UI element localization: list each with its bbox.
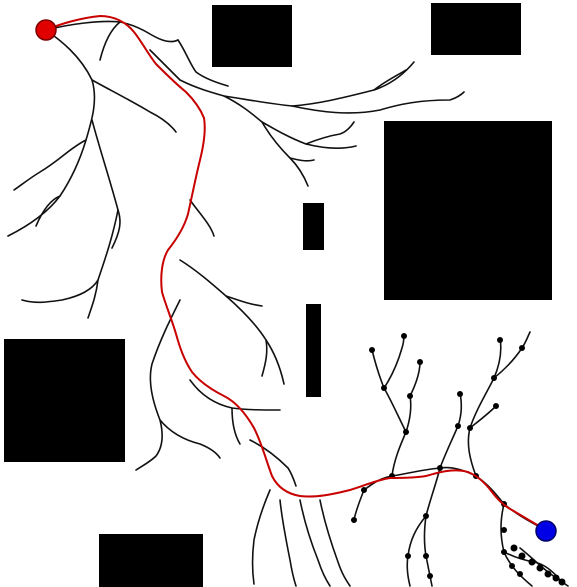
tree-branch: [319, 499, 351, 587]
tree-branch: [223, 95, 357, 149]
tree-node: [501, 527, 507, 533]
tree-node: [455, 423, 461, 429]
tree-branch: [87, 279, 99, 319]
obstacle: [303, 203, 324, 250]
tree-branch: [179, 259, 285, 385]
tree-node: [423, 513, 429, 519]
tree-branch: [439, 391, 463, 469]
obstacles: [4, 3, 552, 587]
start-tree: [7, 20, 465, 587]
tree-branch: [353, 489, 365, 521]
tree-branch: [289, 157, 315, 162]
tree-branch: [373, 69, 407, 91]
obstacle: [99, 534, 203, 587]
tree-branch: [91, 79, 177, 133]
goal-marker: [535, 520, 557, 542]
start-marker: [35, 19, 57, 41]
tree-branch: [423, 467, 441, 587]
tree-branch: [383, 333, 405, 389]
goal-tree-nodes: [351, 333, 566, 586]
obstacle: [4, 339, 125, 462]
tree-node: [467, 425, 473, 431]
tree-branch: [99, 21, 121, 61]
tree-branch: [7, 29, 96, 237]
tree-branch: [467, 337, 502, 477]
tree-node: [351, 517, 357, 523]
tree-node: [518, 552, 526, 560]
tree-node: [457, 391, 463, 397]
tree-branch: [500, 503, 533, 587]
obstacle: [212, 5, 292, 67]
tree-branch: [291, 91, 465, 114]
goal-tree: [353, 331, 569, 587]
tree-branch: [159, 419, 221, 459]
tree-node: [517, 571, 523, 577]
tree-branch: [409, 361, 421, 397]
tree-node: [497, 337, 503, 343]
tree-branch: [231, 407, 241, 445]
tree-branch: [363, 467, 441, 491]
tree-branch: [261, 339, 268, 377]
tree-branch: [225, 295, 263, 307]
tree-node: [509, 563, 515, 569]
tree-branch: [261, 121, 309, 187]
obstacle: [431, 3, 521, 55]
tree-node: [528, 558, 536, 566]
tree-node: [403, 429, 409, 435]
tree-node: [536, 564, 544, 572]
tree-node: [519, 345, 525, 351]
obstacle: [306, 304, 321, 397]
tree-branch: [13, 139, 87, 191]
tree-branch: [91, 119, 121, 249]
tree-branch: [45, 20, 179, 43]
tree-branch: [299, 499, 331, 587]
tree-branch: [21, 209, 119, 304]
solution-path: [45, 15, 547, 531]
tree-node: [558, 578, 566, 586]
tree-node: [401, 333, 407, 339]
tree-node: [501, 549, 507, 555]
tree-branch: [305, 121, 355, 145]
tree-branch: [251, 489, 271, 585]
tree-node: [405, 553, 411, 559]
tree-node: [544, 570, 552, 578]
tree-node: [427, 573, 433, 579]
tree-node: [381, 385, 387, 391]
tree-node: [491, 375, 497, 381]
tree-node: [361, 487, 367, 493]
tree-node: [510, 544, 518, 552]
tree-node: [369, 347, 375, 353]
tree-branch: [279, 499, 297, 587]
tree-node: [493, 403, 499, 409]
tree-node: [417, 359, 423, 365]
obstacle: [384, 121, 552, 300]
tree-branch: [177, 39, 229, 87]
tree-node: [423, 553, 429, 559]
tree-branch: [189, 199, 215, 237]
tree-node: [437, 465, 443, 471]
tree-branch: [406, 515, 427, 587]
tree-branch: [371, 349, 407, 433]
tree-node: [407, 393, 413, 399]
tree-node: [552, 574, 560, 582]
tree-branch: [35, 195, 61, 227]
